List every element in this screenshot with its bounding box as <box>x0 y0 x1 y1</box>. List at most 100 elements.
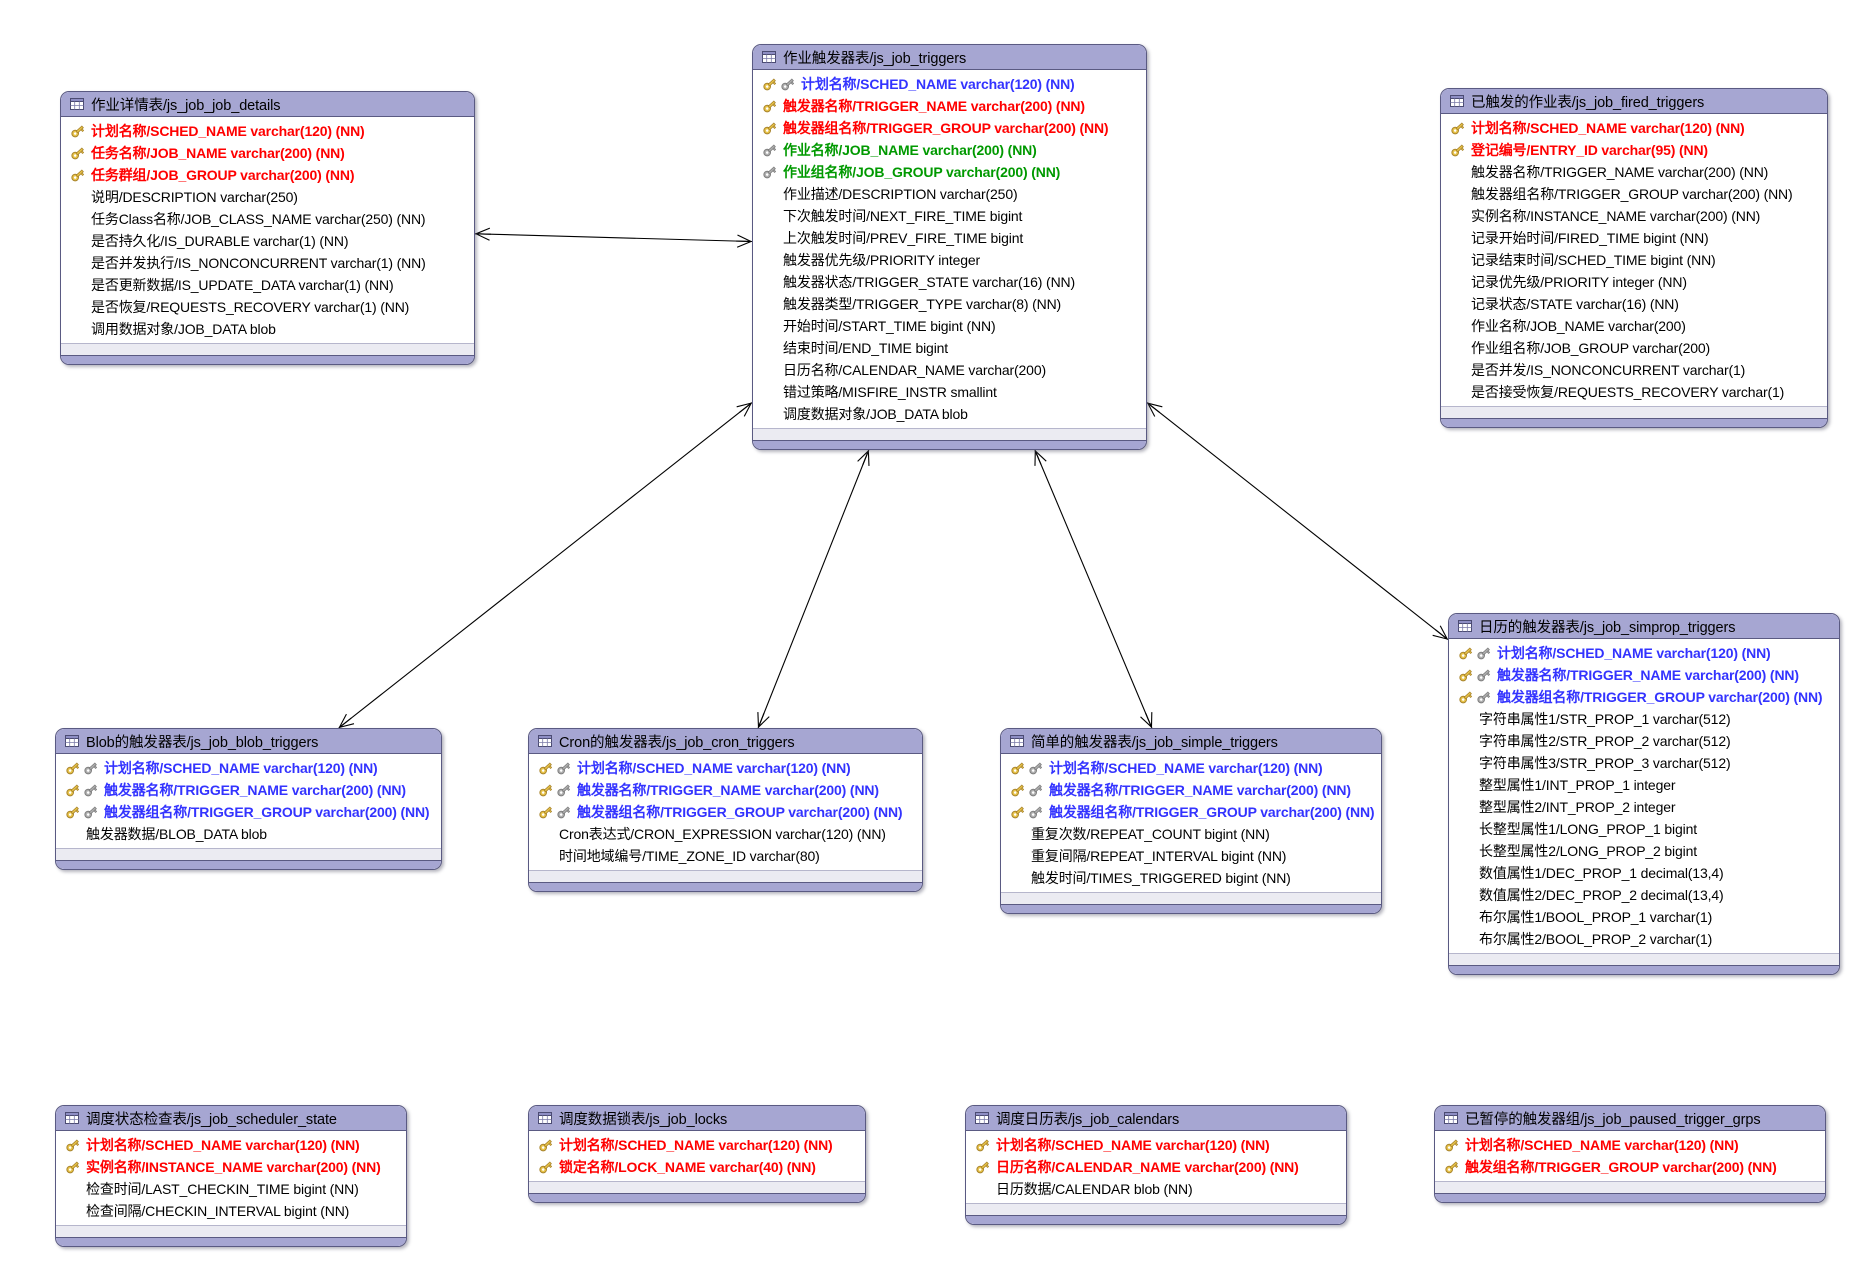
attribute-row[interactable]: 检查时间/LAST_CHECKIN_TIME bigint (NN) <box>56 1178 406 1200</box>
attribute-row[interactable]: 计划名称/SCHED_NAME varchar(120) (NN) <box>1441 117 1827 139</box>
attribute-row[interactable]: 计划名称/SCHED_NAME varchar(120) (NN) <box>1435 1134 1825 1156</box>
entity-header-js_job_scheduler_state[interactable]: 调度状态检查表/js_job_scheduler_state <box>56 1106 406 1131</box>
attribute-row[interactable]: 是否并发执行/IS_NONCONCURRENT varchar(1) (NN) <box>61 252 474 274</box>
attribute-row[interactable]: 触发器组名称/TRIGGER_GROUP varchar(200) (NN) <box>529 801 922 823</box>
entity-js_job_paused_trigger_grps[interactable]: 已暂停的触发器组/js_job_paused_trigger_grps 计划名称/… <box>1434 1105 1826 1203</box>
attribute-row[interactable]: 实例名称/INSTANCE_NAME varchar(200) (NN) <box>56 1156 406 1178</box>
attribute-row[interactable]: 计划名称/SCHED_NAME varchar(120) (NN) <box>61 120 474 142</box>
entity-js_job_locks[interactable]: 调度数据锁表/js_job_locks 计划名称/SCHED_NAME varch… <box>528 1105 866 1203</box>
attribute-row[interactable]: 作业描述/DESCRIPTION varchar(250) <box>753 183 1146 205</box>
attribute-row[interactable]: 字符串属性2/STR_PROP_2 varchar(512) <box>1449 730 1839 752</box>
attribute-row[interactable]: 错过策略/MISFIRE_INSTR smallint <box>753 381 1146 403</box>
entity-js_job_simprop_triggers[interactable]: 日历的触发器表/js_job_simprop_triggers 计划名称/SCHE… <box>1448 613 1840 975</box>
attribute-row[interactable]: 作业组名称/JOB_GROUP varchar(200) <box>1441 337 1827 359</box>
attribute-row[interactable]: 是否接受恢复/REQUESTS_RECOVERY varchar(1) <box>1441 381 1827 403</box>
attribute-row[interactable]: 触发器组名称/TRIGGER_GROUP varchar(200) (NN) <box>753 117 1146 139</box>
entity-js_job_blob_triggers[interactable]: Blob的触发器表/js_job_blob_triggers 计划名称/SCHED… <box>55 728 442 870</box>
attribute-row[interactable]: 计划名称/SCHED_NAME varchar(120) (NN) <box>753 73 1146 95</box>
attribute-row[interactable]: 触发器数据/BLOB_DATA blob <box>56 823 441 845</box>
entity-header-js_job_paused_trigger_grps[interactable]: 已暂停的触发器组/js_job_paused_trigger_grps <box>1435 1106 1825 1131</box>
entity-header-js_job_blob_triggers[interactable]: Blob的触发器表/js_job_blob_triggers <box>56 729 441 754</box>
attribute-row[interactable]: 触发器组名称/TRIGGER_GROUP varchar(200) (NN) <box>1441 183 1827 205</box>
attribute-row[interactable]: 任务群组/JOB_GROUP varchar(200) (NN) <box>61 164 474 186</box>
attribute-row[interactable]: 触发组名称/TRIGGER_GROUP varchar(200) (NN) <box>1435 1156 1825 1178</box>
attribute-row[interactable]: 触发器状态/TRIGGER_STATE varchar(16) (NN) <box>753 271 1146 293</box>
entity-js_job_simple_triggers[interactable]: 简单的触发器表/js_job_simple_triggers 计划名称/SCHED… <box>1000 728 1382 914</box>
attribute-row[interactable]: 数值属性1/DEC_PROP_1 decimal(13,4) <box>1449 862 1839 884</box>
attribute-row[interactable]: 触发器名称/TRIGGER_NAME varchar(200) (NN) <box>753 95 1146 117</box>
entity-header-js_job_simprop_triggers[interactable]: 日历的触发器表/js_job_simprop_triggers <box>1449 614 1839 639</box>
entity-header-js_job_locks[interactable]: 调度数据锁表/js_job_locks <box>529 1106 865 1131</box>
attribute-row[interactable]: Cron表达式/CRON_EXPRESSION varchar(120) (NN… <box>529 823 922 845</box>
attribute-row[interactable]: 记录结束时间/SCHED_TIME bigint (NN) <box>1441 249 1827 271</box>
attribute-row[interactable]: 调度数据对象/JOB_DATA blob <box>753 403 1146 425</box>
attribute-row[interactable]: 整型属性2/INT_PROP_2 integer <box>1449 796 1839 818</box>
attribute-row[interactable]: 重复间隔/REPEAT_INTERVAL bigint (NN) <box>1001 845 1381 867</box>
attribute-row[interactable]: 任务名称/JOB_NAME varchar(200) (NN) <box>61 142 474 164</box>
attribute-row[interactable]: 记录优先级/PRIORITY integer (NN) <box>1441 271 1827 293</box>
attribute-row[interactable]: 下次触发时间/NEXT_FIRE_TIME bigint <box>753 205 1146 227</box>
entity-js_job_cron_triggers[interactable]: Cron的触发器表/js_job_cron_triggers 计划名称/SCHED… <box>528 728 923 892</box>
attribute-row[interactable]: 记录开始时间/FIRED_TIME bigint (NN) <box>1441 227 1827 249</box>
attribute-row[interactable]: 计划名称/SCHED_NAME varchar(120) (NN) <box>966 1134 1346 1156</box>
entity-header-js_job_job_details[interactable]: 作业详情表/js_job_job_details <box>61 92 474 117</box>
entity-js_job_triggers[interactable]: 作业触发器表/js_job_triggers 计划名称/SCHED_NAME va… <box>752 44 1147 450</box>
attribute-row[interactable]: 登记编号/ENTRY_ID varchar(95) (NN) <box>1441 139 1827 161</box>
attribute-row[interactable]: 作业名称/JOB_NAME varchar(200) <box>1441 315 1827 337</box>
entity-header-js_job_cron_triggers[interactable]: Cron的触发器表/js_job_cron_triggers <box>529 729 922 754</box>
attribute-row[interactable]: 重复次数/REPEAT_COUNT bigint (NN) <box>1001 823 1381 845</box>
attribute-row[interactable]: 长整型属性1/LONG_PROP_1 bigint <box>1449 818 1839 840</box>
attribute-row[interactable]: 触发器名称/TRIGGER_NAME varchar(200) (NN) <box>1449 664 1839 686</box>
entity-header-js_job_triggers[interactable]: 作业触发器表/js_job_triggers <box>753 45 1146 70</box>
attribute-row[interactable]: 触发器组名称/TRIGGER_GROUP varchar(200) (NN) <box>56 801 441 823</box>
attribute-row[interactable]: 结束时间/END_TIME bigint <box>753 337 1146 359</box>
attribute-row[interactable]: 任务Class名称/JOB_CLASS_NAME varchar(250) (N… <box>61 208 474 230</box>
attribute-row[interactable]: 计划名称/SCHED_NAME varchar(120) (NN) <box>1001 757 1381 779</box>
attribute-row[interactable]: 记录状态/STATE varchar(16) (NN) <box>1441 293 1827 315</box>
attribute-row[interactable]: 是否持久化/IS_DURABLE varchar(1) (NN) <box>61 230 474 252</box>
attribute-row[interactable]: 字符串属性3/STR_PROP_3 varchar(512) <box>1449 752 1839 774</box>
attribute-row[interactable]: 上次触发时间/PREV_FIRE_TIME bigint <box>753 227 1146 249</box>
attribute-row[interactable]: 字符串属性1/STR_PROP_1 varchar(512) <box>1449 708 1839 730</box>
entity-js_job_job_details[interactable]: 作业详情表/js_job_job_details 计划名称/SCHED_NAME … <box>60 91 475 365</box>
attribute-row[interactable]: 锁定名称/LOCK_NAME varchar(40) (NN) <box>529 1156 865 1178</box>
attribute-row[interactable]: 是否并发/IS_NONCONCURRENT varchar(1) <box>1441 359 1827 381</box>
attribute-row[interactable]: 作业组名称/JOB_GROUP varchar(200) (NN) <box>753 161 1146 183</box>
attribute-row[interactable]: 触发器组名称/TRIGGER_GROUP varchar(200) (NN) <box>1449 686 1839 708</box>
attribute-row[interactable]: 触发器名称/TRIGGER_NAME varchar(200) (NN) <box>56 779 441 801</box>
attribute-row[interactable]: 整型属性1/INT_PROP_1 integer <box>1449 774 1839 796</box>
attribute-row[interactable]: 触发器名称/TRIGGER_NAME varchar(200) (NN) <box>529 779 922 801</box>
attribute-row[interactable]: 触发器名称/TRIGGER_NAME varchar(200) (NN) <box>1441 161 1827 183</box>
attribute-row[interactable]: 调用数据对象/JOB_DATA blob <box>61 318 474 340</box>
attribute-row[interactable]: 计划名称/SCHED_NAME varchar(120) (NN) <box>529 1134 865 1156</box>
entity-js_job_fired_triggers[interactable]: 已触发的作业表/js_job_fired_triggers 计划名称/SCHED_… <box>1440 88 1828 428</box>
attribute-row[interactable]: 时间地域编号/TIME_ZONE_ID varchar(80) <box>529 845 922 867</box>
attribute-row[interactable]: 日历数据/CALENDAR blob (NN) <box>966 1178 1346 1200</box>
attribute-row[interactable]: 是否恢复/REQUESTS_RECOVERY varchar(1) (NN) <box>61 296 474 318</box>
attribute-row[interactable]: 触发器组名称/TRIGGER_GROUP varchar(200) (NN) <box>1001 801 1381 823</box>
attribute-row[interactable]: 触发时间/TIMES_TRIGGERED bigint (NN) <box>1001 867 1381 889</box>
attribute-row[interactable]: 布尔属性2/BOOL_PROP_2 varchar(1) <box>1449 928 1839 950</box>
entity-js_job_scheduler_state[interactable]: 调度状态检查表/js_job_scheduler_state 计划名称/SCHED… <box>55 1105 407 1247</box>
entity-header-js_job_simple_triggers[interactable]: 简单的触发器表/js_job_simple_triggers <box>1001 729 1381 754</box>
attribute-row[interactable]: 触发器类型/TRIGGER_TYPE varchar(8) (NN) <box>753 293 1146 315</box>
entity-js_job_calendars[interactable]: 调度日历表/js_job_calendars 计划名称/SCHED_NAME va… <box>965 1105 1347 1225</box>
entity-header-js_job_calendars[interactable]: 调度日历表/js_job_calendars <box>966 1106 1346 1131</box>
attribute-row[interactable]: 布尔属性1/BOOL_PROP_1 varchar(1) <box>1449 906 1839 928</box>
entity-header-js_job_fired_triggers[interactable]: 已触发的作业表/js_job_fired_triggers <box>1441 89 1827 114</box>
attribute-row[interactable]: 开始时间/START_TIME bigint (NN) <box>753 315 1146 337</box>
attribute-row[interactable]: 说明/DESCRIPTION varchar(250) <box>61 186 474 208</box>
attribute-row[interactable]: 计划名称/SCHED_NAME varchar(120) (NN) <box>529 757 922 779</box>
attribute-row[interactable]: 日历名称/CALENDAR_NAME varchar(200) (NN) <box>966 1156 1346 1178</box>
attribute-row[interactable]: 是否更新数据/IS_UPDATE_DATA varchar(1) (NN) <box>61 274 474 296</box>
attribute-row[interactable]: 长整型属性2/LONG_PROP_2 bigint <box>1449 840 1839 862</box>
attribute-row[interactable]: 日历名称/CALENDAR_NAME varchar(200) <box>753 359 1146 381</box>
attribute-row[interactable]: 作业名称/JOB_NAME varchar(200) (NN) <box>753 139 1146 161</box>
attribute-row[interactable]: 计划名称/SCHED_NAME varchar(120) (NN) <box>1449 642 1839 664</box>
attribute-row[interactable]: 计划名称/SCHED_NAME varchar(120) (NN) <box>56 1134 406 1156</box>
attribute-row[interactable]: 实例名称/INSTANCE_NAME varchar(200) (NN) <box>1441 205 1827 227</box>
attribute-row[interactable]: 计划名称/SCHED_NAME varchar(120) (NN) <box>56 757 441 779</box>
attribute-row[interactable]: 触发器优先级/PRIORITY integer <box>753 249 1146 271</box>
attribute-row[interactable]: 触发器名称/TRIGGER_NAME varchar(200) (NN) <box>1001 779 1381 801</box>
attribute-row[interactable]: 检查间隔/CHECKIN_INTERVAL bigint (NN) <box>56 1200 406 1222</box>
